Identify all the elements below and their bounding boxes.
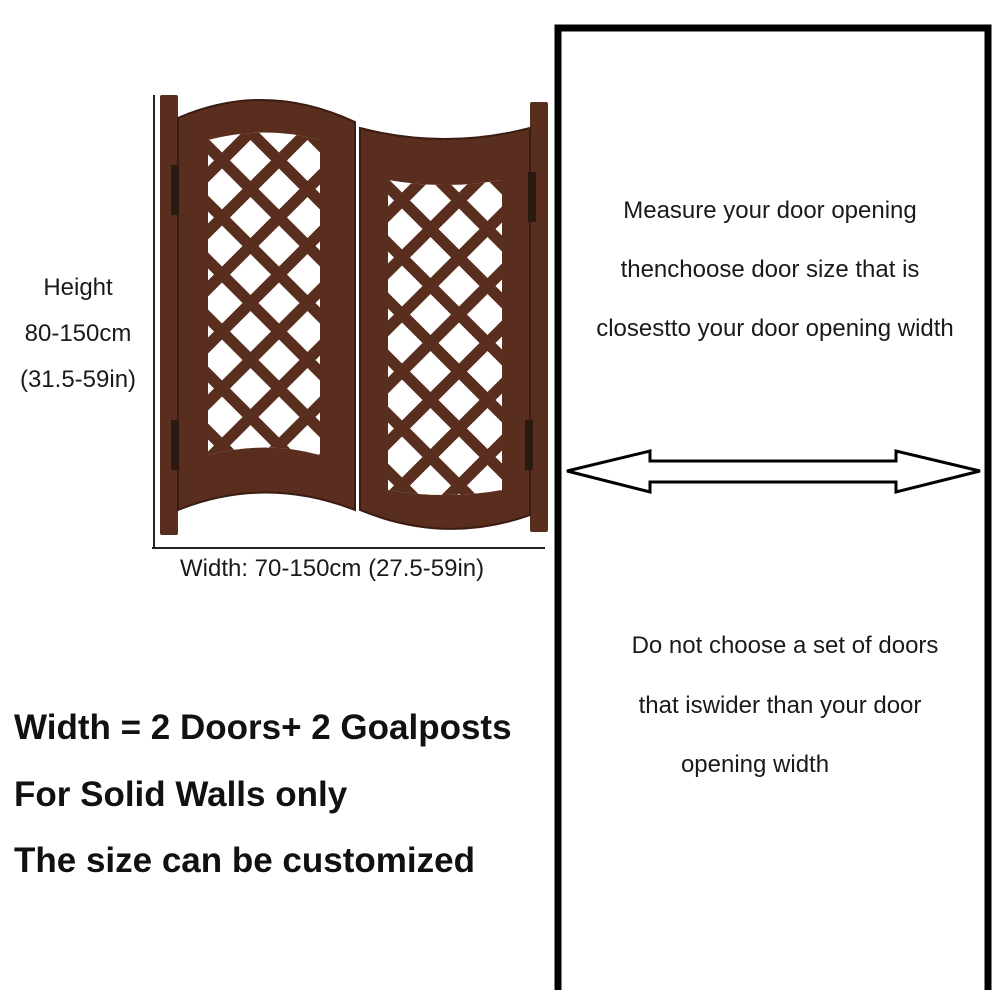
lattice-opening [438, 322, 480, 364]
note-bottom-line-3: opening width [680, 751, 830, 778]
info-line-width-formula: Width = 2 Doors+ 2 Goalposts [14, 708, 512, 747]
lattice-opening [388, 322, 423, 364]
lattice-opening [466, 350, 502, 393]
lattice-opening [409, 464, 452, 495]
lattice-opening [208, 132, 243, 153]
lattice-opening [258, 225, 300, 267]
width-label: Width: 70-150cm (27.5-59in) [180, 555, 485, 582]
height-label: Height [43, 274, 113, 301]
lattice-opening [466, 236, 502, 279]
note-bottom-line-1: Do not choose a set of doors [631, 632, 939, 659]
lattice-opening [286, 196, 320, 239]
lattice-opening [208, 339, 243, 381]
hinge-icon [171, 165, 179, 215]
lattice-opening [409, 180, 452, 222]
lattice-opening [388, 208, 423, 250]
info-line-customized: The size can be customized [14, 841, 475, 880]
lattice-opening [258, 396, 300, 438]
lattice-opening [286, 253, 320, 296]
lattice-opening [388, 436, 423, 478]
lattice-opening [229, 196, 272, 239]
lattice-opening [286, 367, 320, 410]
lattice-opening [258, 339, 300, 381]
hinge-icon [528, 172, 536, 222]
lattice-opening [409, 407, 452, 450]
height-inches: (31.5-59in) [19, 366, 137, 393]
lattice-opening [466, 464, 502, 495]
door-frame-outline [554, 24, 992, 990]
lattice-opening [258, 282, 300, 324]
height-label-block: Height 80-150cm (31.5-59in) [8, 276, 148, 392]
lattice-opening [466, 293, 502, 336]
lattice-opening [208, 168, 243, 210]
lattice-opening [229, 310, 272, 353]
lattice-opening [208, 282, 243, 324]
height-cm: 80-150cm [24, 320, 132, 347]
lattice-opening [286, 139, 320, 182]
lattice-opening [258, 168, 300, 210]
lattice-opening [286, 310, 320, 353]
lattice-opening [388, 265, 423, 307]
hinge-icon [171, 420, 179, 470]
note-top-line-1: Measure your door opening [623, 197, 917, 224]
lattice-opening [466, 407, 502, 450]
lattice-opening [438, 265, 480, 307]
lattice-opening [438, 379, 480, 421]
lattice-opening [229, 253, 272, 296]
note-top-line-3: closestto your door opening width [596, 315, 954, 342]
lattice-opening [208, 396, 243, 438]
double-headed-arrow-icon [566, 449, 981, 494]
right-door [359, 126, 531, 530]
lattice-opening [438, 436, 480, 478]
lattice-opening [466, 180, 502, 222]
lattice-opening [409, 350, 452, 393]
lattice-opening [409, 293, 452, 336]
left-door [177, 99, 356, 512]
lattice-opening [438, 208, 480, 250]
lattice-opening [409, 236, 452, 279]
lattice-opening [388, 379, 423, 421]
lattice-opening [229, 139, 272, 182]
note-bottom-line-2: that iswider than your door [638, 692, 922, 719]
note-top-line-2: thenchoose door size that is [620, 256, 920, 283]
hinge-icon [525, 420, 533, 470]
lattice-opening [208, 225, 243, 267]
lattice-opening [229, 367, 272, 410]
lattice-opening [229, 424, 272, 455]
lattice-opening [286, 424, 320, 455]
info-line-solid-walls: For Solid Walls only [14, 775, 348, 814]
